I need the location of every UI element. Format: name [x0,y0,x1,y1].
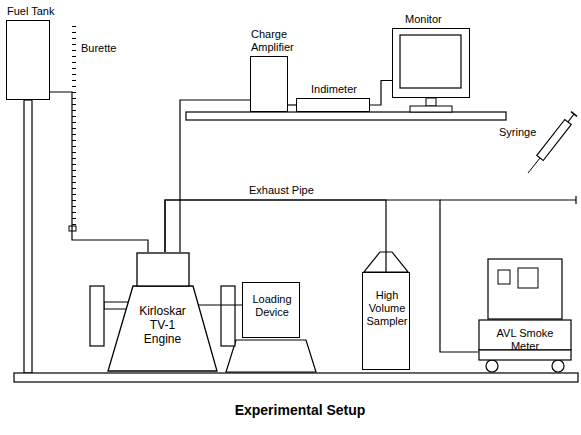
loading-platform [226,340,316,372]
display [498,270,510,284]
engine-body [108,286,217,371]
screen [400,35,461,88]
pipe-end [575,196,576,204]
syringe-body [537,120,571,161]
base-platform [14,373,578,382]
syringe-cap [571,112,577,117]
loading-device: Loading Device [242,282,300,338]
pipe-connector [198,304,242,305]
engine: Kirloskar TV-1 Engine [105,252,220,372]
fuel-tank: Fuel Tank [6,20,50,100]
box-heading: Charge Amplifier [251,28,307,54]
charge-amplifier: Charge Amplifier [250,56,288,112]
pipe-connector [180,100,250,252]
part-label: Burette [80,42,117,55]
flywheel [90,286,104,346]
monitor-base [410,106,452,112]
pipe-connector [165,200,478,352]
box-heading: Indimeter [294,83,374,96]
monitor: Monitor [392,28,470,98]
engine-head [137,253,189,286]
flywheel [221,286,235,346]
box-heading: Monitor [405,13,471,26]
syringe-needle [528,158,540,173]
box-label: Kirloskar TV-1 Engine [134,304,192,346]
box-label: AVL Smoke Meter [481,327,569,353]
exhaust-pipe [440,199,576,200]
box-label: Loading Device [246,293,298,319]
part-label: Syringe [498,126,537,139]
cart-wheel [552,360,564,372]
pipe-connector [165,200,386,272]
indimeter-box: Indimeter [296,98,370,112]
instrument-case [488,259,562,319]
pipe-connector [50,92,148,252]
pipe-connector [288,104,296,105]
box-heading: Fuel Tank [7,5,77,18]
monitor-stand [426,98,436,106]
figure-caption: Experimental Setup [190,402,410,418]
shelf [186,112,506,120]
box-label: High Volume Sampler [366,289,408,328]
tank-stand [24,100,32,373]
monitor-screen [393,29,469,97]
part-label: Exhaust Pipe [248,184,315,197]
syringe-plunger [568,114,574,122]
sampler-box: High Volume Sampler [362,272,410,370]
display [518,268,538,288]
cart-wheel [486,360,498,372]
smoke-meter-cart: AVL Smoke Meter [478,258,572,362]
pipe-connector [370,81,392,106]
